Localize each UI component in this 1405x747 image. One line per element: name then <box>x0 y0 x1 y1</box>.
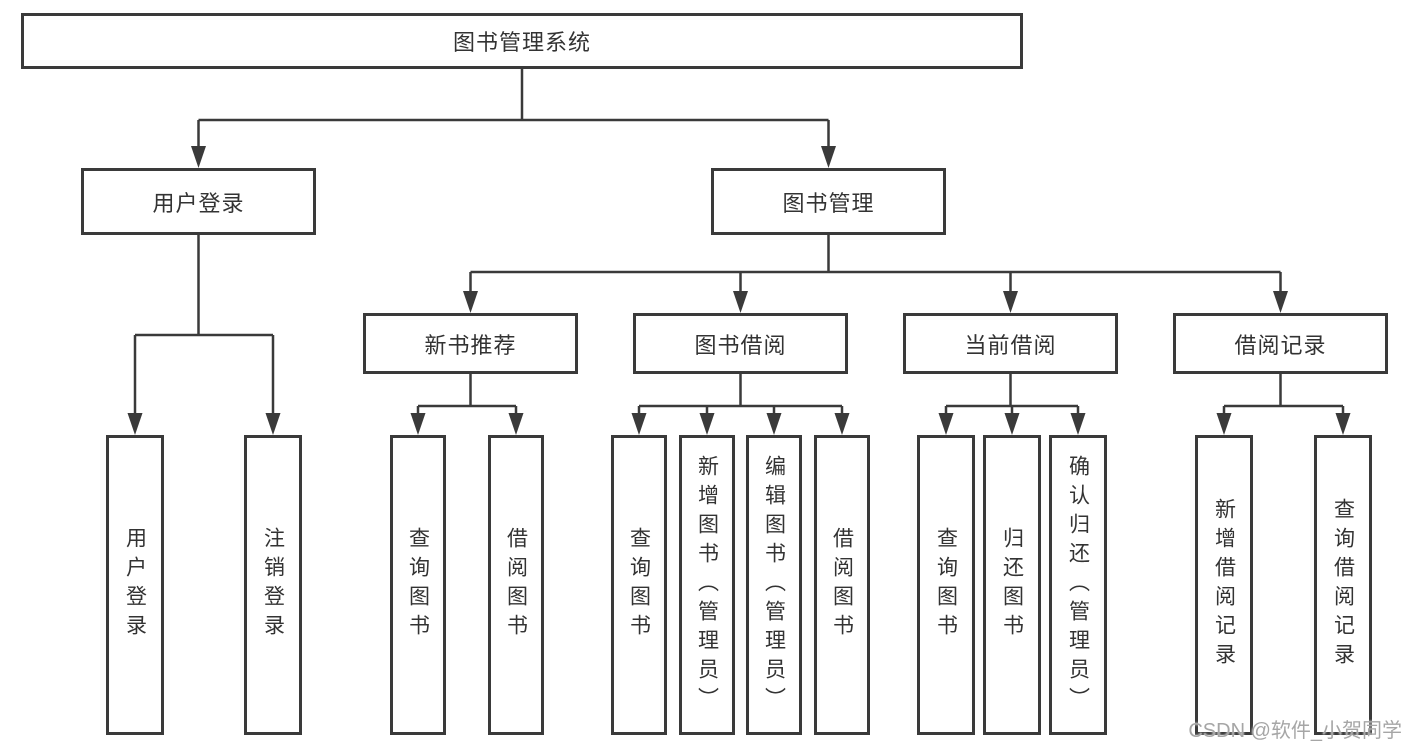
node-edit-books-admin: 编辑图书（管理员） <box>746 435 802 735</box>
node-query-borrow-record: 查询借阅记录 <box>1314 435 1372 735</box>
arrowhead <box>834 413 850 435</box>
node-label: 借阅记录 <box>1234 332 1327 358</box>
arrowhead <box>265 413 281 435</box>
node-label: 新增图书（管理员） <box>695 454 719 716</box>
arrowhead <box>938 413 954 435</box>
node-label: 查询借阅记录 <box>1331 498 1355 672</box>
node-label: 编辑图书（管理员） <box>762 454 786 716</box>
node-label: 查询图书 <box>627 527 651 643</box>
node-user-login-leaf: 用户登录 <box>106 435 164 735</box>
node-label: 新书推荐 <box>424 332 517 358</box>
connector-new-book-to-children <box>416 374 518 417</box>
arrowhead <box>127 413 143 435</box>
node-query-books-recommend: 查询图书 <box>390 435 446 735</box>
node-label: 借阅图书 <box>830 527 854 643</box>
node-label: 图书管理系统 <box>452 30 591 55</box>
node-borrow-books-recommend: 借阅图书 <box>488 435 544 735</box>
arrowhead <box>1335 413 1351 435</box>
arrowhead <box>1070 413 1086 435</box>
node-query-books-borrowing: 查询图书 <box>611 435 667 735</box>
connector-root-to-level2 <box>197 68 830 148</box>
node-label: 归还图书 <box>1000 527 1024 643</box>
node-book-management: 图书管理 <box>711 168 946 235</box>
arrowhead <box>1273 291 1288 313</box>
node-book-borrowing: 图书借阅 <box>633 313 848 374</box>
connector-current-borrow-to-children <box>944 374 1080 417</box>
arrowhead <box>1004 413 1020 435</box>
arrowhead <box>191 146 206 168</box>
arrowhead <box>766 413 782 435</box>
node-label: 查询图书 <box>934 527 958 643</box>
arrowhead <box>631 413 647 435</box>
connector-user-login-to-children <box>133 235 275 415</box>
connector-borrow-record-to-children <box>1222 374 1345 417</box>
arrowhead <box>463 291 478 313</box>
connector-book-mgmt-to-level3 <box>469 235 1282 293</box>
arrowhead <box>508 413 524 435</box>
node-query-books-current: 查询图书 <box>917 435 975 735</box>
node-new-book-recommendation: 新书推荐 <box>363 313 578 374</box>
node-borrow-books-borrowing: 借阅图书 <box>814 435 870 735</box>
arrowhead <box>410 413 426 435</box>
node-confirm-return-admin: 确认归还（管理员） <box>1049 435 1107 735</box>
node-label: 当前借阅 <box>964 332 1057 358</box>
node-label: 图书借阅 <box>694 332 787 358</box>
arrowhead <box>733 291 748 313</box>
arrowhead <box>1216 413 1232 435</box>
arrowhead <box>699 413 715 435</box>
arrowheads <box>127 146 1351 435</box>
node-label: 借阅图书 <box>504 527 528 643</box>
csdn-watermark: CSDN @软件_小贺同学 <box>1188 720 1402 742</box>
node-label: 图书管理 <box>782 190 875 216</box>
node-label: 确认归还（管理员） <box>1066 454 1090 716</box>
node-return-books: 归还图书 <box>983 435 1041 735</box>
node-user-login: 用户登录 <box>81 168 316 235</box>
arrowhead <box>821 146 836 168</box>
node-add-books-admin: 新增图书（管理员） <box>679 435 735 735</box>
node-current-borrowing: 当前借阅 <box>903 313 1118 374</box>
node-library-management-system: 图书管理系统 <box>21 13 1023 69</box>
node-label: 新增借阅记录 <box>1212 498 1236 672</box>
node-label: 用户登录 <box>123 527 147 643</box>
arrowhead <box>1003 291 1018 313</box>
connector-book-borrow-to-children <box>637 374 844 417</box>
node-label: 查询图书 <box>406 527 430 643</box>
node-logout: 注销登录 <box>244 435 302 735</box>
node-borrowing-records: 借阅记录 <box>1173 313 1388 374</box>
node-add-borrow-record: 新增借阅记录 <box>1195 435 1253 735</box>
node-label: 用户登录 <box>152 190 245 216</box>
node-label: 注销登录 <box>261 527 285 643</box>
